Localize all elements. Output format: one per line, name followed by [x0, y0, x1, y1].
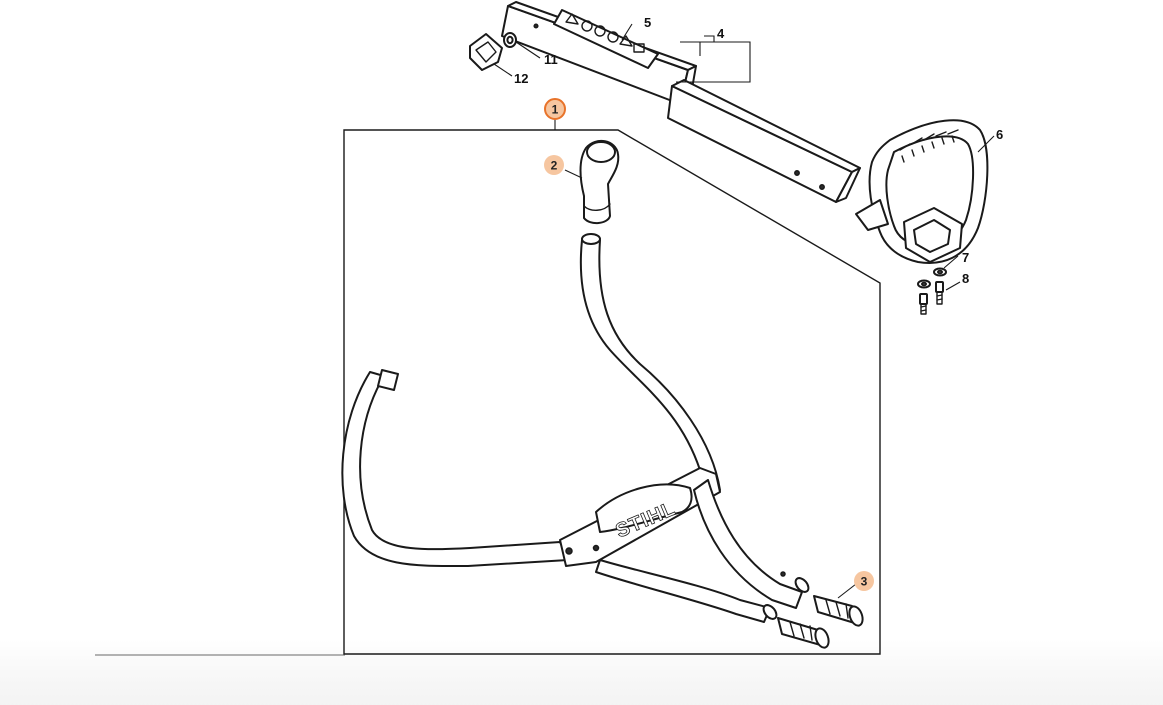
- handle-grip: [579, 139, 620, 224]
- washer: [503, 32, 517, 48]
- background-shade: [0, 640, 1163, 705]
- assembly-frame: [343, 129, 881, 655]
- warning-label: [553, 9, 659, 69]
- callout-5[interactable]: 5: [644, 15, 651, 30]
- loop-handle: [855, 119, 989, 264]
- callout-12[interactable]: 12: [514, 71, 528, 86]
- svg-text:1: 1: [552, 103, 559, 117]
- screw-washer: [917, 267, 947, 289]
- callout-6[interactable]: 6: [996, 127, 1003, 142]
- clamp-knob: [469, 33, 503, 71]
- svg-text:3: 3: [861, 575, 868, 589]
- callout-4[interactable]: 4: [717, 26, 725, 41]
- callout-2[interactable]: 2: [544, 155, 564, 175]
- svg-text:2: 2: [551, 159, 558, 173]
- handlebar: STIHL: [341, 233, 810, 623]
- callout-7[interactable]: 7: [962, 250, 969, 265]
- screws: [919, 281, 944, 315]
- callout-8[interactable]: 8: [962, 271, 969, 286]
- callout-1[interactable]: 1: [544, 98, 566, 120]
- callout-3[interactable]: 3: [854, 571, 874, 591]
- leader-lines: [493, 23, 995, 599]
- end-plugs: [777, 595, 864, 649]
- callout-11[interactable]: 11: [544, 52, 558, 67]
